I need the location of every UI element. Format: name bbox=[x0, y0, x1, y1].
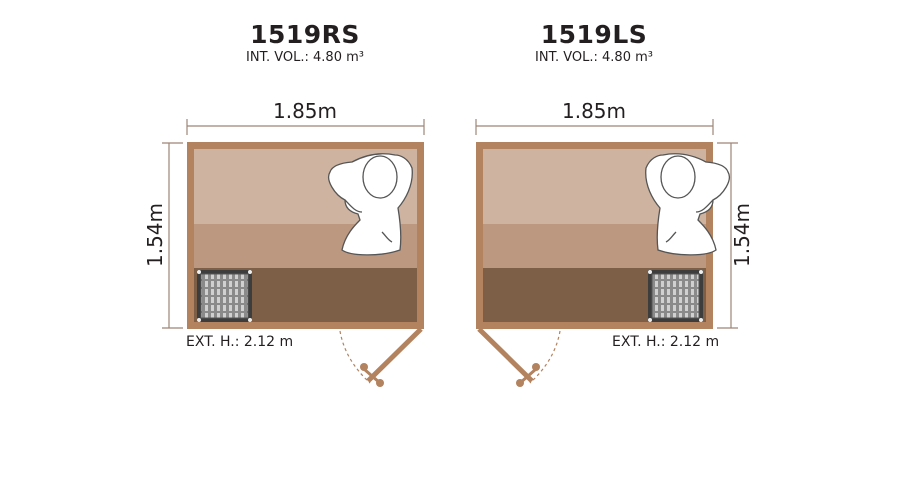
width-label: 1.85m bbox=[272, 99, 337, 123]
exterior-height: EXT. H.: 2.12 m bbox=[186, 334, 294, 350]
depth-label: 1.54m bbox=[730, 203, 754, 268]
width-label: 1.85m bbox=[561, 99, 626, 123]
width-dimension-line bbox=[475, 119, 714, 135]
depth-dimension-line bbox=[162, 142, 183, 329]
plan-1519LS bbox=[475, 119, 738, 387]
exterior-height: EXT. H.: 2.12 m bbox=[612, 334, 720, 350]
person-icon bbox=[328, 153, 413, 256]
door-icon bbox=[339, 327, 423, 387]
model-title: 1519RS bbox=[250, 20, 360, 49]
heater-icon bbox=[197, 270, 252, 322]
width-dimension-line bbox=[186, 119, 425, 135]
door-icon bbox=[477, 327, 561, 387]
depth-label: 1.54m bbox=[143, 203, 167, 268]
heater-icon bbox=[648, 270, 703, 322]
interior-volume: INT. VOL.: 4.80 m³ bbox=[535, 50, 653, 65]
interior-volume: INT. VOL.: 4.80 m³ bbox=[246, 50, 364, 65]
person-icon bbox=[645, 153, 730, 256]
model-title: 1519LS bbox=[540, 20, 648, 49]
plan-1519RS bbox=[162, 119, 425, 387]
depth-dimension-line bbox=[717, 142, 738, 329]
